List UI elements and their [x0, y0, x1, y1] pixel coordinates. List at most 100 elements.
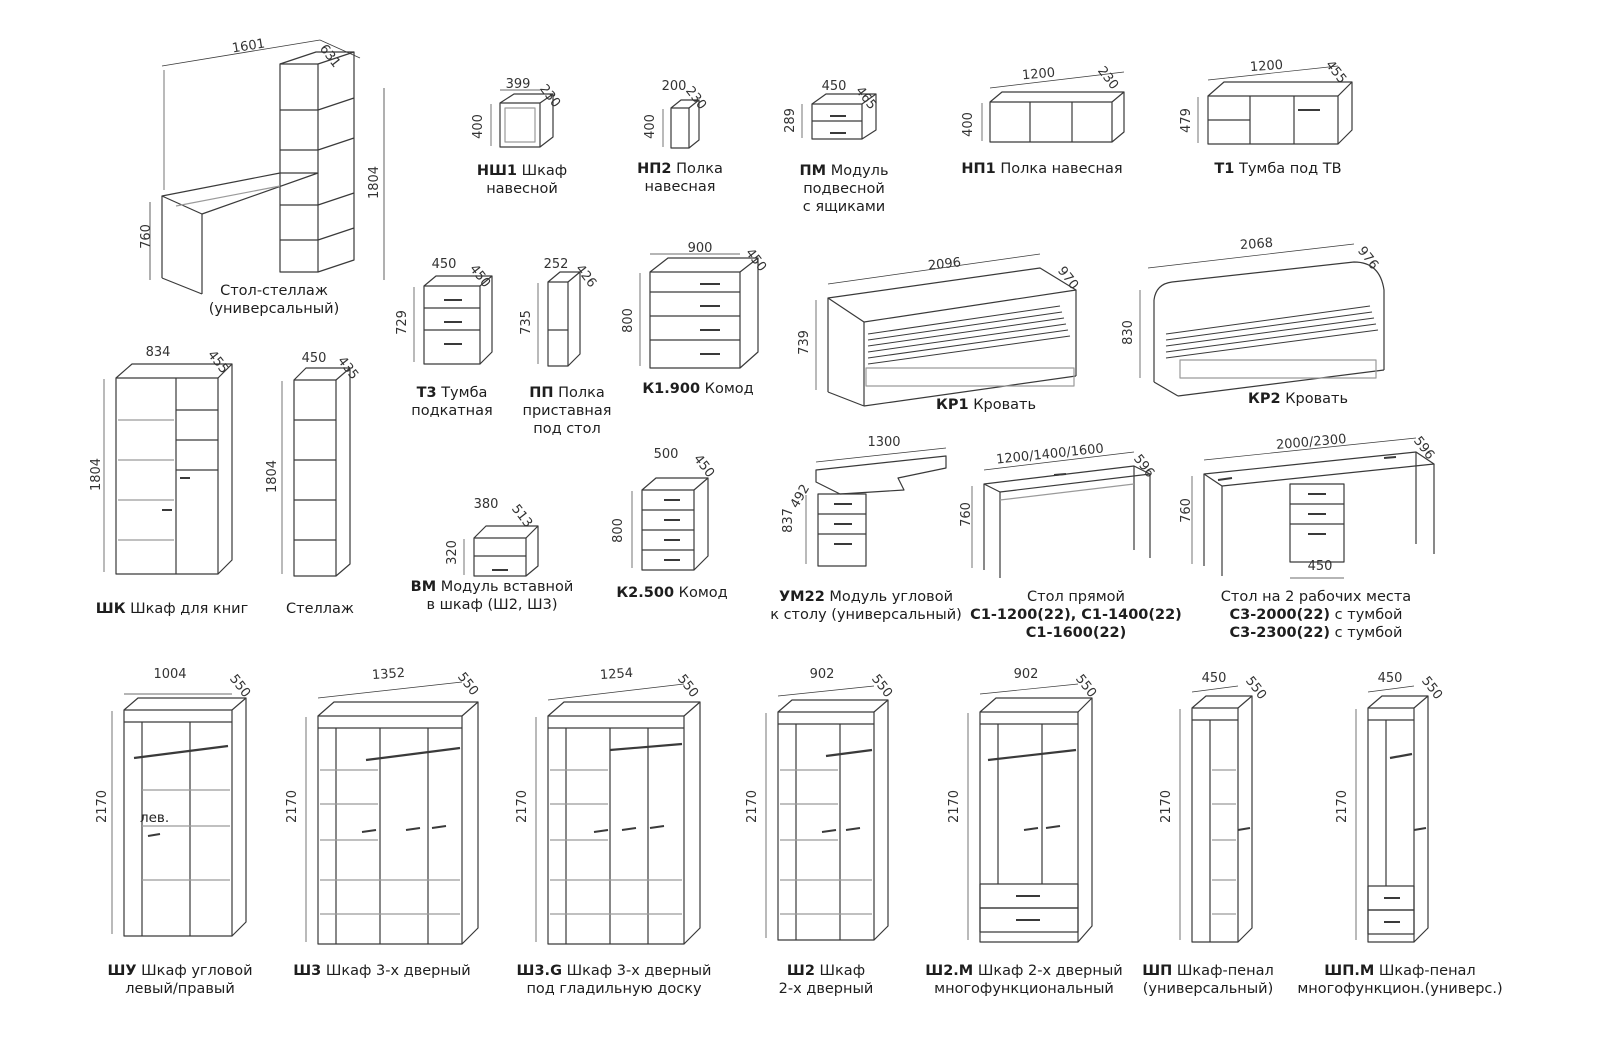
caption-line: (универсальный) [1142, 981, 1274, 997]
item-code: УМ22 [778, 589, 825, 605]
caption-line: Стол-стеллаж [220, 283, 328, 299]
dim-height: 760 [958, 502, 974, 527]
dim-height: 320 [444, 540, 460, 565]
item-name: Стол на 2 рабочих места [1220, 589, 1412, 605]
dim-height: 830 [1120, 320, 1136, 345]
item-code: ШУ [107, 963, 137, 979]
dim-height: 1804 [367, 165, 383, 200]
caption-line: с ящиками [802, 199, 886, 215]
drawing-k1900 [639, 253, 759, 369]
caption-t1: Т1 Тумба под ТВ [1214, 160, 1341, 178]
caption-pp: ПП Полка приставная под стол [522, 384, 611, 438]
item-model: С3-2300(22) [1229, 625, 1331, 641]
item-name: Кровать [973, 397, 1036, 413]
drawing-nsh1 [490, 89, 554, 148]
item-code: КР1 [936, 397, 969, 413]
caption-line: подкатная [411, 403, 493, 419]
caption-sh3g: Ш3.G Шкаф 3-х дверный под гладильную дос… [517, 962, 712, 998]
dim-width: 252 [543, 257, 569, 272]
caption-shu: ШУ Шкаф угловой левый/правый [107, 962, 252, 998]
dim-width: 1004 [153, 667, 187, 682]
dim-pedestal-width: 450 [1307, 559, 1333, 574]
item-name: Комод [678, 585, 728, 601]
dim-width: 399 [505, 77, 531, 92]
caption-kr2: КР2 Кровать [1248, 390, 1348, 408]
item-code: НП2 [637, 161, 672, 177]
item-code: НП1 [961, 161, 996, 177]
dim-height: 760 [138, 224, 154, 249]
caption-stol-stellazh: Стол-стеллаж (универсальный) [209, 282, 340, 318]
item-name: Комод [704, 381, 754, 397]
item-name: Шкаф [819, 963, 866, 979]
drawing-t3 [413, 275, 493, 365]
dim-height: 479 [1178, 108, 1194, 133]
drawing-np2 [662, 99, 700, 149]
drawing-shp [1179, 685, 1253, 943]
item-code: ПМ [799, 163, 827, 179]
drawing-sh3g [535, 683, 701, 945]
item-model-note: с тумбой [1334, 607, 1403, 623]
item-name: Полка [558, 385, 605, 401]
dim-width: 902 [1013, 667, 1039, 682]
caption-line: подвесной [803, 181, 885, 197]
dim-width: 380 [473, 497, 499, 512]
dim-height: 837 [780, 508, 796, 533]
caption-line: под гладильную доску [526, 981, 702, 997]
drawing-s1 [971, 451, 1151, 578]
drawing-kr1 [815, 253, 1077, 407]
drawing-shk [103, 363, 233, 575]
caption-np2: НП2 Полка навесная [637, 160, 723, 196]
drawing-pm [801, 93, 877, 140]
dim-height: 2170 [947, 789, 963, 824]
caption-nsh1: НШ1 Шкаф навесной [477, 162, 567, 198]
dim-width: 450 [821, 79, 847, 94]
dim-width: 834 [145, 345, 171, 360]
item-model-note: с тумбой [1334, 625, 1403, 641]
caption-np1: НП1 Полка навесная [961, 160, 1122, 178]
drawing-pp [537, 271, 581, 367]
side-label: лев. [140, 810, 170, 826]
caption-sh3: Ш3 Шкаф 3-х дверный [293, 962, 470, 980]
item-name: Полка [676, 161, 723, 177]
dim-width: 450 [431, 257, 457, 272]
item-name: Шкаф угловой [141, 963, 253, 979]
dim-height: 2170 [515, 789, 531, 824]
dim-width: 1352 [371, 665, 406, 684]
dim-width: 1200 [1021, 65, 1056, 84]
caption-line: к столу (универсальный) [770, 607, 962, 623]
dim-height: 400 [642, 114, 658, 139]
item-name: Кровать [1285, 391, 1348, 407]
caption-t3: Т3 Тумба подкатная [411, 384, 493, 420]
dim-width: 450 [301, 351, 327, 366]
drawing-sh2m [967, 683, 1093, 943]
dim-width: 2096 [927, 255, 962, 274]
item-code: ВМ [410, 579, 437, 595]
item-code: ШП [1142, 963, 1173, 979]
caption-k2500: К2.500 Комод [616, 584, 727, 602]
item-code: Ш2.М [925, 963, 974, 979]
dim-width: 450 [1377, 671, 1403, 686]
caption-sh2: Ш2 Шкаф 2-х дверный [779, 962, 874, 998]
item-name: Полка навесная [1000, 161, 1123, 177]
drawing-sh3 [305, 681, 479, 945]
caption-s1: Стол прямой С1-1200(22), С1-1400(22) С1-… [970, 588, 1182, 642]
caption-um22: УМ22 Модуль угловой к столу (универсальн… [770, 588, 962, 624]
item-name: Тумба [441, 385, 488, 401]
drawing-stellazh [281, 367, 351, 577]
dim-width: 1200 [1249, 57, 1284, 76]
dim-height: 729 [394, 310, 410, 335]
dim-height: 2170 [1335, 789, 1351, 824]
item-code: Ш3.G [516, 963, 562, 979]
caption-shk: ШК Шкаф для книг [96, 600, 248, 618]
dim-width: 900 [687, 241, 713, 256]
dim-width: 2068 [1239, 235, 1274, 254]
dim-height: 400 [470, 114, 486, 139]
drawing-kr2 [1139, 243, 1385, 397]
item-code: ШК [95, 601, 126, 617]
caption-sh2m: Ш2.М Шкаф 2-х дверный многофункциональны… [925, 962, 1122, 998]
caption-shp: ШП Шкаф-пенал (универсальный) [1142, 962, 1274, 998]
item-name: Шкаф [521, 163, 568, 179]
caption-line: приставная [522, 403, 612, 419]
drawing-k2500 [631, 477, 709, 571]
